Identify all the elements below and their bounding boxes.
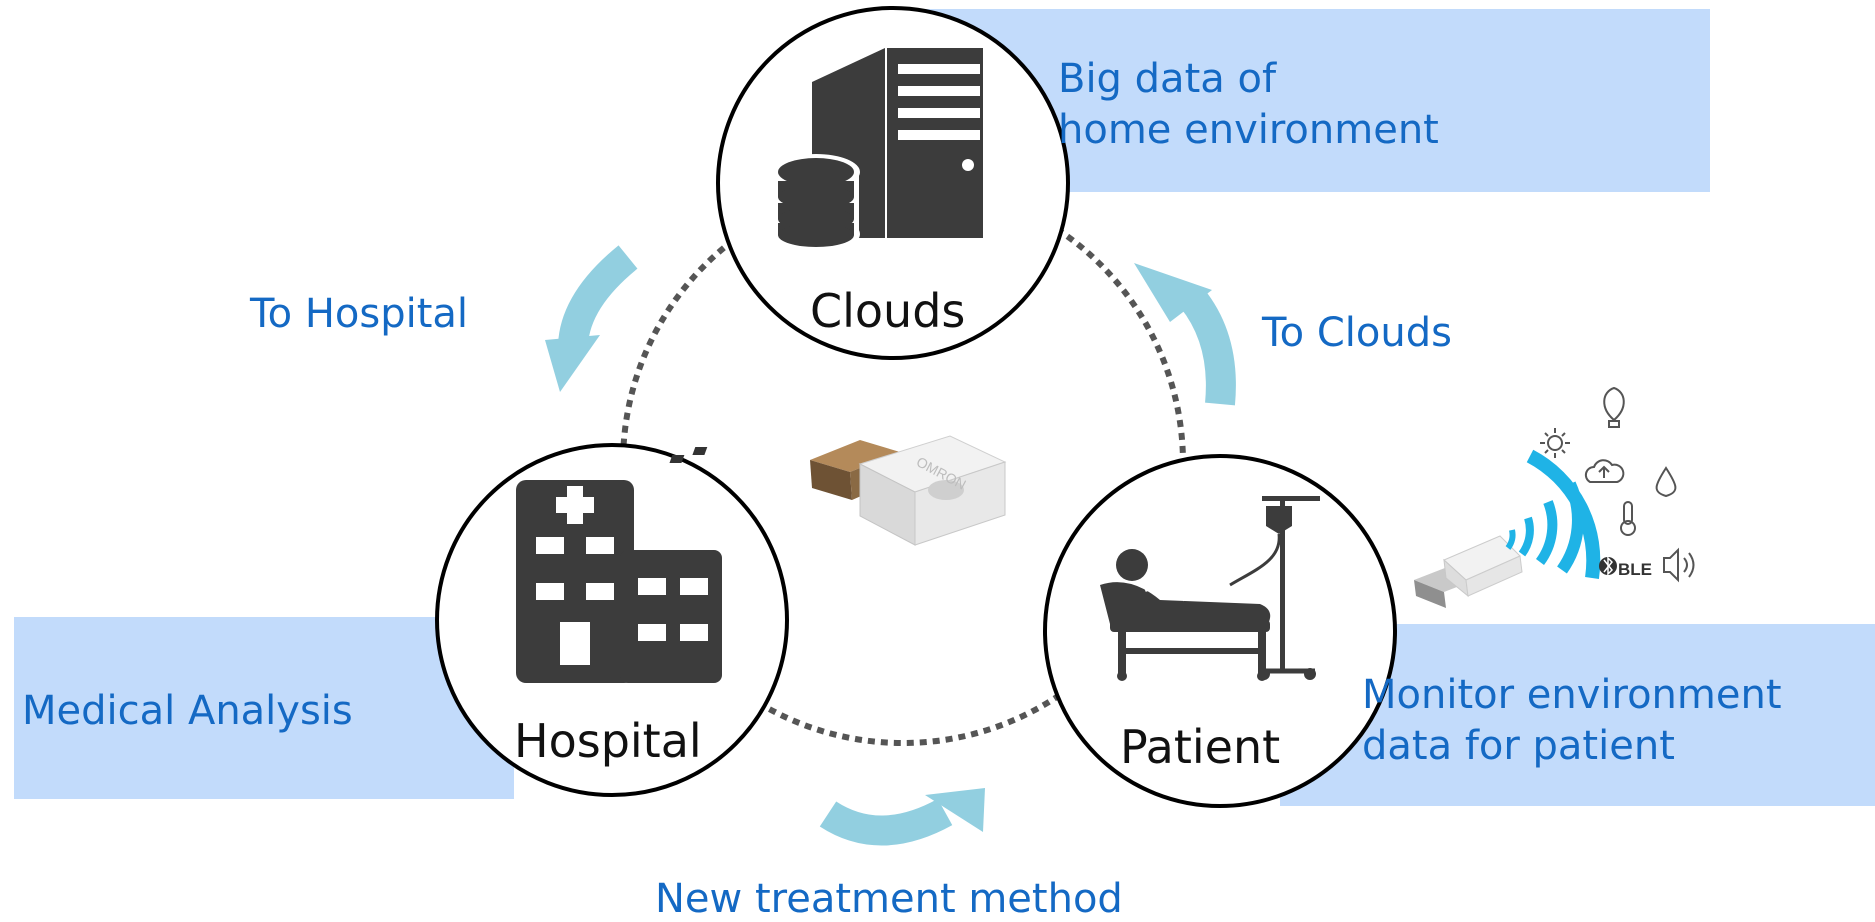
patient-bed-icon — [1100, 496, 1320, 681]
clouds-label: Clouds — [810, 284, 966, 338]
new-treatment-label: New treatment method — [655, 876, 1123, 922]
server-database-icon — [772, 48, 983, 252]
wireless-sensor-image — [1414, 535, 1523, 608]
big-data-line-1: Big data of — [1058, 56, 1277, 102]
usb-sensor-image: OMRON — [669, 435, 1007, 546]
hospital-building-icon — [516, 480, 722, 683]
monitor-line-1: Monitor environment — [1362, 672, 1782, 718]
to-clouds-label: To Clouds — [1262, 310, 1452, 356]
hospital-label: Hospital — [514, 714, 702, 768]
arrow-to-clouds — [1134, 263, 1236, 406]
cloud-upload-icon — [1584, 459, 1625, 483]
ble-label: BLE — [1618, 560, 1652, 579]
sun-icon — [1540, 428, 1570, 458]
water-drop-icon — [1655, 466, 1677, 498]
monitor-line-2: data for patient — [1362, 723, 1675, 769]
arrow-to-hospital — [545, 245, 638, 392]
lightbulb-icon — [1603, 386, 1625, 428]
medical-analysis-band — [14, 617, 514, 799]
medical-analysis-annotation: Medical Analysis — [22, 688, 353, 734]
wireless-waves-icon — [1505, 449, 1601, 580]
big-data-annotation: Big data of home environment — [1058, 54, 1439, 156]
thermometer-icon — [1620, 501, 1636, 536]
patient-label: Patient — [1120, 720, 1281, 774]
bluetooth-icon — [1599, 556, 1617, 576]
speaker-icon — [1663, 547, 1695, 583]
to-hospital-label: To Hospital — [250, 291, 469, 337]
monitor-annotation: Monitor environment data for patient — [1362, 670, 1782, 772]
arrow-new-treatment — [819, 788, 985, 846]
big-data-line-2: home environment — [1058, 107, 1439, 153]
